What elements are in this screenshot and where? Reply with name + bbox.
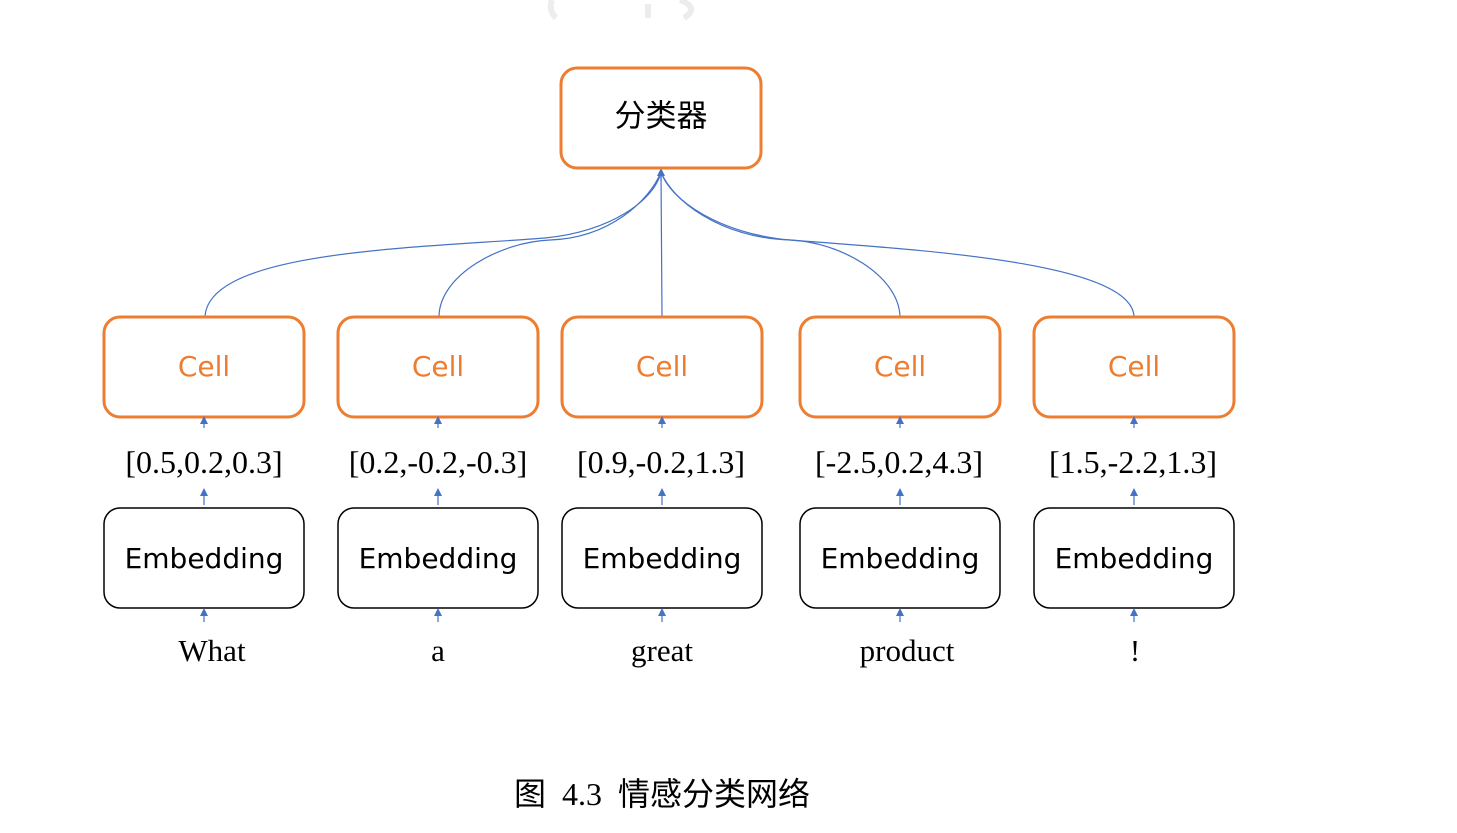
- column-5: Cell [1.5,-2.2,1.3] Embedding !: [1032, 315, 1236, 668]
- connector-line-1: [204, 171, 662, 317]
- input-word: What: [178, 633, 246, 668]
- cell-to-classifier-connectors: [204, 171, 1135, 317]
- classifier-label: 分类器: [615, 99, 708, 135]
- connector-line-3: [660, 171, 663, 317]
- column-3: Cell [0.9,-0.2,1.3] Embedding great: [560, 315, 764, 668]
- embedding-vector: [1.5,-2.2,1.3]: [1049, 444, 1217, 480]
- connector-line-5: [660, 171, 1135, 317]
- embedding-label: Embedding: [359, 542, 518, 575]
- input-word: great: [631, 633, 693, 668]
- embedding-vector: [-2.5,0.2,4.3]: [815, 444, 983, 480]
- column-2: Cell [0.2,-0.2,-0.3] Embedding a: [336, 315, 540, 668]
- column-4: Cell [-2.5,0.2,4.3] Embedding product: [798, 315, 1002, 668]
- cell-label: Cell: [874, 350, 926, 383]
- embedding-label: Embedding: [821, 542, 980, 575]
- input-word: !: [1130, 633, 1140, 668]
- connector-line-2: [438, 171, 662, 317]
- classifier-box: [559, 66, 763, 170]
- classifier-node: 分类器: [559, 66, 763, 170]
- cell-label: Cell: [178, 350, 230, 383]
- input-word: a: [431, 633, 445, 668]
- connector-line-4: [660, 171, 901, 317]
- cell-label: Cell: [1108, 350, 1160, 383]
- watermark-remnant: [547, 0, 694, 21]
- embedding-vector: [0.2,-0.2,-0.3]: [349, 444, 528, 480]
- embedding-vector: [0.5,0.2,0.3]: [125, 444, 282, 480]
- embedding-label: Embedding: [125, 542, 284, 575]
- figure-caption: 图 4.3 情感分类网络: [514, 776, 810, 812]
- column-1: Cell [0.5,0.2,0.3] Embedding What: [102, 315, 306, 668]
- cell-label: Cell: [412, 350, 464, 383]
- embedding-label: Embedding: [583, 542, 742, 575]
- cell-label: Cell: [636, 350, 688, 383]
- embedding-vector: [0.9,-0.2,1.3]: [577, 444, 745, 480]
- input-word: product: [860, 633, 955, 668]
- embedding-label: Embedding: [1055, 542, 1214, 575]
